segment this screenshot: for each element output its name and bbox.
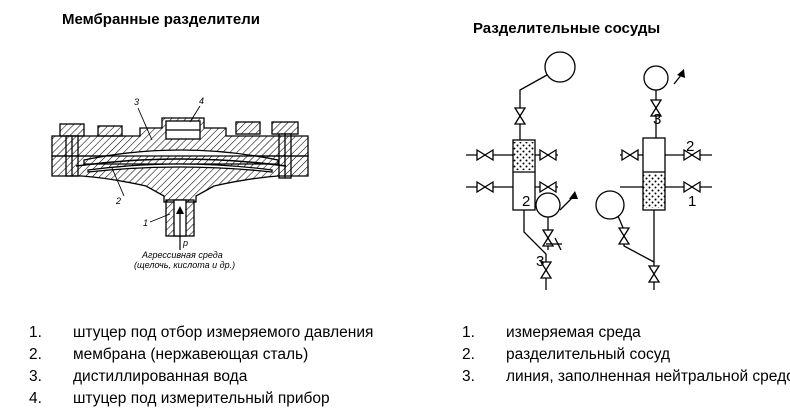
gauge-b-top	[643, 65, 669, 91]
callout-2: 2	[115, 196, 121, 206]
gauge-a-bottom	[535, 192, 561, 218]
valve-b-bottom	[647, 265, 661, 283]
legend-item: 1.штуцер под отбор измеряемого давления	[29, 324, 374, 341]
medium-caption-line-2: (щелочь, кислота и др.)	[134, 260, 235, 270]
vessel-b-diagram	[595, 65, 712, 290]
vessel-b-label-2: 2	[686, 138, 694, 155]
bolt-mid-left	[97, 125, 123, 137]
valve-a-gauge	[541, 229, 555, 247]
callout-1: 1	[143, 218, 148, 228]
legend-item: 3.линия, заполненная нейтральной средой	[462, 368, 790, 385]
gauge-b-left	[595, 190, 625, 220]
valve-a-top	[513, 107, 527, 125]
valve-a-bottom	[539, 261, 553, 279]
callout-4: 4	[199, 96, 204, 106]
legend-item: 2.мембрана (нержавеющая сталь)	[29, 346, 309, 363]
valve-b-top	[649, 99, 663, 117]
flow-label: p	[182, 238, 188, 248]
valve-b-right-lower	[683, 180, 701, 194]
valve-a-right-upper	[539, 148, 557, 162]
vessel-a-label-3: 3	[536, 253, 544, 270]
vessel-b-label-3: 3	[653, 111, 661, 128]
membrane-title: Мембранные разделители	[62, 11, 260, 28]
membrane-legend: 1.штуцер под отбор измеряемого давления …	[29, 322, 373, 410]
valve-a-right-lower	[539, 180, 557, 194]
valve-a-left-lower	[476, 180, 494, 194]
lower-housing	[51, 155, 309, 203]
vessel-a-diagram	[466, 51, 578, 290]
vessel-b-label-1: 1	[688, 193, 696, 210]
valve-b-right-upper	[683, 148, 701, 162]
legend-item: 3.дистиллированная вода	[29, 368, 248, 385]
vessel-a-label-2: 2	[522, 193, 530, 210]
callout-3: 3	[134, 97, 139, 107]
bolt-mid-right	[235, 121, 261, 135]
vessels-legend: 1.измеряемая среда 2.разделительный сосу…	[462, 322, 790, 388]
legend-item: 4.штуцер под измерительный прибор	[29, 390, 330, 407]
legend-item: 1.измеряемая среда	[462, 324, 641, 341]
valve-b-left-upper	[621, 148, 639, 162]
gauge-a-top	[544, 51, 576, 83]
legend-item: 2.разделительный сосуд	[462, 346, 671, 363]
medium-caption-line-1: Агрессивная среда	[141, 250, 223, 260]
membrane-separator-drawing	[51, 105, 309, 250]
vessels-title: Разделительные сосуды	[473, 20, 661, 37]
valve-b-left-gauge	[617, 227, 631, 245]
valve-a-left-upper	[476, 148, 494, 162]
